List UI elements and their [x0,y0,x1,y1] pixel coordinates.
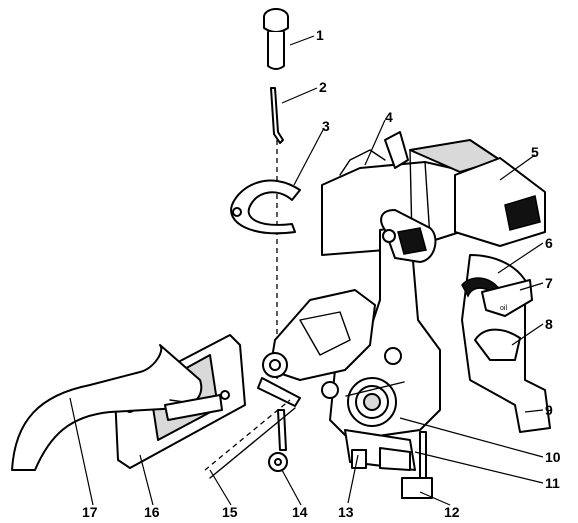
callout-13: 13 [338,504,354,520]
part-7-bracket: oil [481,279,533,317]
inner-lever-assembly [257,289,402,407]
part-10-spring-wheel [345,377,405,427]
part-12-clip [401,431,433,499]
callout-3: 3 [322,118,330,134]
part-8-cam [474,328,521,361]
part-17-inside-handle [11,344,223,471]
callout-6: 6 [545,235,553,251]
callout-14: 14 [292,504,308,520]
callout-4: 4 [385,109,393,125]
part-1-lock-knob [263,8,289,70]
callout-17: 17 [82,504,98,520]
lower-bracket [344,429,416,471]
callout-5: 5 [531,144,539,160]
callout-12: 12 [444,504,460,520]
callout-15: 15 [222,504,238,520]
callout-7: 7 [545,275,553,291]
callout-11: 11 [545,475,560,491]
callout-8: 8 [545,316,553,332]
callout-10: 10 [545,449,561,465]
oil-label: oil [500,305,507,312]
callout-16: 16 [144,504,160,520]
leader-lines [69,35,544,506]
part-14-rod [268,409,288,472]
callout-2: 2 [319,79,327,95]
callout-9: 9 [545,402,553,418]
part-3-clip [230,179,301,235]
callout-1: 1 [316,27,324,43]
part-15-actuator-rod [204,399,296,479]
callout-labels: 1 2 3 4 5 6 7 8 9 10 11 12 13 14 15 16 1… [82,27,561,520]
part-2-rod [270,87,284,144]
